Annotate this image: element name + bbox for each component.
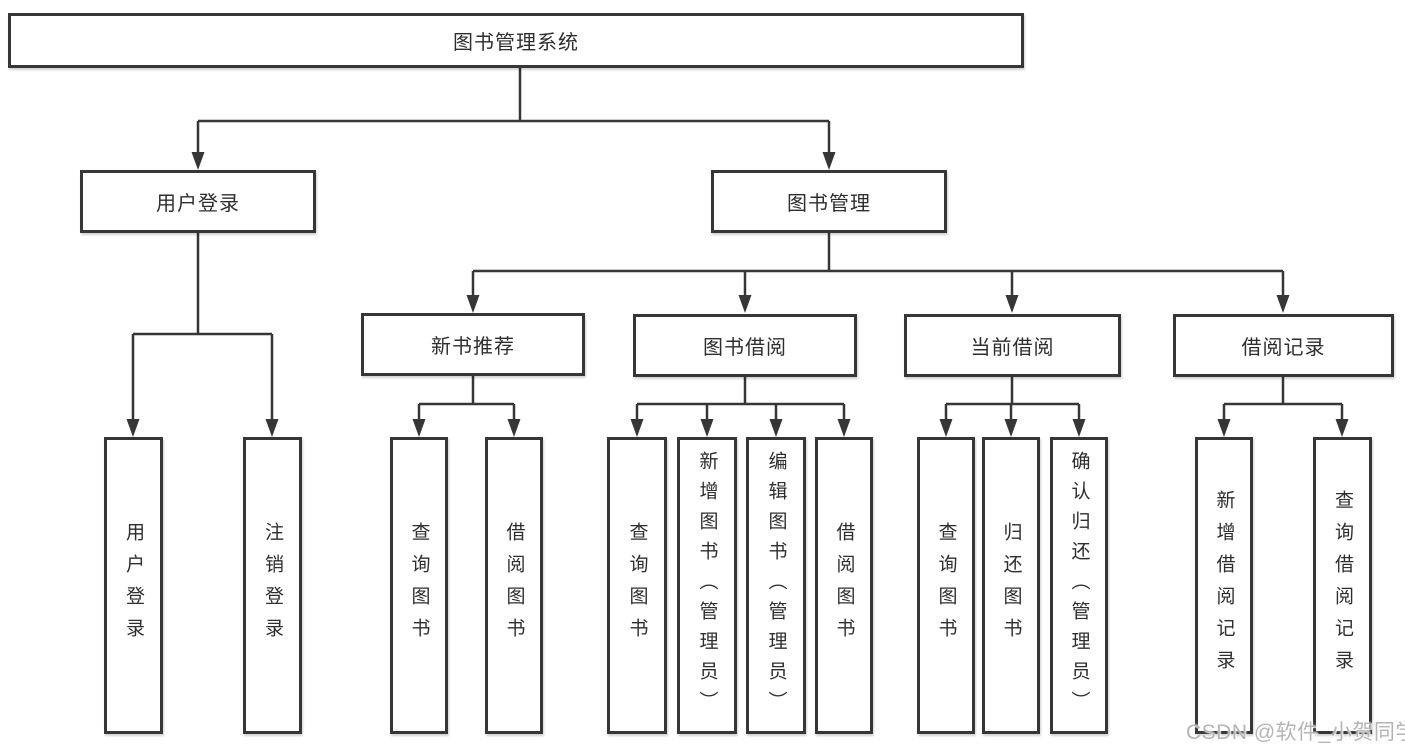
leaf-logout-login-label: 注销登录 (262, 521, 283, 650)
node-borrow-records-label: 借阅记录 (1241, 337, 1326, 359)
leaf-bb-borrow-books-label: 借阅图书 (833, 521, 855, 650)
node-root-system: 图书管理系统 (8, 13, 1024, 68)
leaf-cb-return-books-label: 归还图书 (1000, 521, 1022, 650)
leaf-bb-add-books-admin: 新增图书（管理员） (677, 437, 737, 734)
node-user-login: 用户登录 (80, 170, 316, 233)
node-root-system-label: 图书管理系统 (453, 32, 579, 54)
node-book-management: 图书管理 (711, 170, 947, 233)
arrowheads (126, 152, 1349, 437)
leaf-bb-borrow-books: 借阅图书 (815, 437, 873, 734)
node-current-borrow-label: 当前借阅 (970, 337, 1055, 359)
leaf-bb-query-books: 查询图书 (607, 437, 667, 734)
node-new-book-recommend-label: 新书推荐 (431, 336, 515, 358)
leaf-br-query-record: 查询借阅记录 (1313, 437, 1372, 734)
csdn-watermark: CSDN @软件_小贺同学 (1186, 721, 1405, 744)
leaf-cb-return-books: 归还图书 (982, 437, 1040, 734)
leaf-bb-query-books-label: 查询图书 (626, 521, 648, 650)
leaf-br-add-record: 新增借阅记录 (1195, 437, 1253, 734)
leaf-user-login: 用户登录 (104, 437, 163, 734)
node-book-borrow-label: 图书借阅 (703, 337, 787, 359)
leaf-nb-query-books: 查询图书 (390, 437, 448, 734)
leaf-cb-query-books: 查询图书 (917, 437, 975, 734)
leaf-cb-confirm-return-admin: 确认归还（管理员） (1050, 437, 1108, 734)
node-book-borrow: 图书借阅 (633, 314, 857, 377)
node-book-management-label: 图书管理 (787, 193, 871, 215)
leaf-nb-borrow-books-label: 借阅图书 (503, 521, 525, 650)
leaf-br-add-record-label: 新增借阅记录 (1213, 489, 1235, 682)
leaf-cb-confirm-return-admin-label: 确认归还（管理员） (1068, 450, 1090, 721)
node-current-borrow: 当前借阅 (904, 314, 1121, 377)
leaf-logout-login: 注销登录 (243, 437, 302, 734)
leaf-bb-add-books-admin-label: 新增图书（管理员） (696, 450, 718, 721)
node-borrow-records: 借阅记录 (1173, 314, 1394, 377)
node-user-login-label: 用户登录 (156, 193, 240, 215)
leaf-nb-borrow-books: 借阅图书 (485, 437, 543, 734)
leaf-bb-edit-books-admin-label: 编辑图书（管理员） (765, 450, 787, 721)
leaf-br-query-record-label: 查询借阅记录 (1332, 489, 1353, 682)
leaf-nb-query-books-label: 查询图书 (408, 521, 430, 650)
node-new-book-recommend: 新书推荐 (361, 313, 585, 376)
leaf-cb-query-books-label: 查询图书 (935, 521, 957, 650)
leaf-bb-edit-books-admin: 编辑图书（管理员） (746, 437, 806, 734)
leaf-user-login-label: 用户登录 (123, 521, 144, 650)
